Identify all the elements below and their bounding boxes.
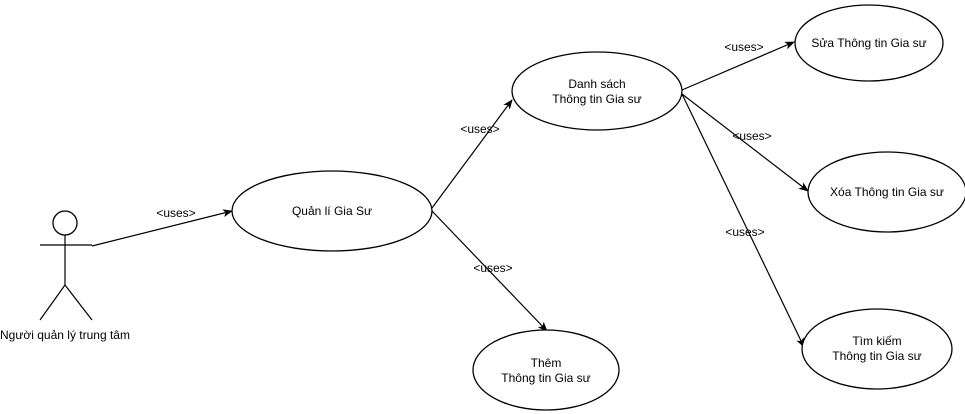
- relation-label-list-edit: <uses>: [724, 40, 763, 54]
- edge-list-search: [681, 93, 805, 348]
- edge-actor-manage: [91, 209, 233, 247]
- relation-label-list-delete: <uses>: [732, 129, 771, 143]
- actor-right-leg: [64, 284, 93, 321]
- use-case-add-shape: [472, 329, 620, 411]
- use-case-edit-label: Sửa Thông tin Gia sư: [811, 36, 926, 50]
- use-case-delete[interactable]: Xóa Thông tin Gia sư: [807, 151, 965, 233]
- use-case-delete-shape: [807, 151, 965, 233]
- use-case-add-label-line1: Thêm: [531, 356, 562, 370]
- use-case-list-label-line1: Danh sách: [568, 77, 625, 91]
- edge-manage-add: [431, 210, 548, 332]
- actor-left-leg: [39, 284, 66, 321]
- relation-label-list-search: <uses>: [725, 225, 764, 239]
- use-case-list-label-line2: Thông tin Gia sư: [552, 92, 641, 106]
- relation-label-manage-add: <uses>: [473, 261, 512, 275]
- use-case-add-label-line2: Thông tin Gia sư: [501, 371, 590, 385]
- use-case-list-shape: [511, 51, 683, 131]
- use-case-delete-label: Xóa Thông tin Gia sư: [830, 185, 944, 199]
- edge-list-delete: [681, 93, 809, 192]
- use-case-search-label-line1: Tìm kiếm: [852, 334, 901, 348]
- use-case-manage[interactable]: Quản lí Gia Sư: [231, 170, 433, 252]
- use-case-search[interactable]: Tìm kiếm Thông tin Gia sư: [801, 308, 953, 390]
- relation-label-manage-list: <uses>: [460, 122, 499, 136]
- use-case-search-shape: [801, 308, 953, 390]
- actor-figure[interactable]: [39, 210, 93, 321]
- edge-list-edit: [681, 41, 795, 91]
- use-case-list[interactable]: Danh sách Thông tin Gia sư: [511, 51, 683, 131]
- use-case-manage-label: Quản lí Gia Sư: [292, 204, 372, 218]
- use-case-manage-shape: [231, 170, 433, 252]
- use-case-edit[interactable]: Sửa Thông tin Gia sư: [794, 4, 944, 82]
- relation-label-actor-manage: <uses>: [156, 206, 195, 220]
- edge-manage-list: [431, 99, 513, 209]
- use-case-edit-shape: [794, 4, 944, 82]
- actor-head: [52, 210, 78, 236]
- actor-name: Người quản lý trung tâm: [0, 328, 130, 342]
- use-case-search-label-line2: Thông tin Gia sư: [832, 349, 921, 363]
- use-case-add[interactable]: Thêm Thông tin Gia sư: [472, 329, 620, 411]
